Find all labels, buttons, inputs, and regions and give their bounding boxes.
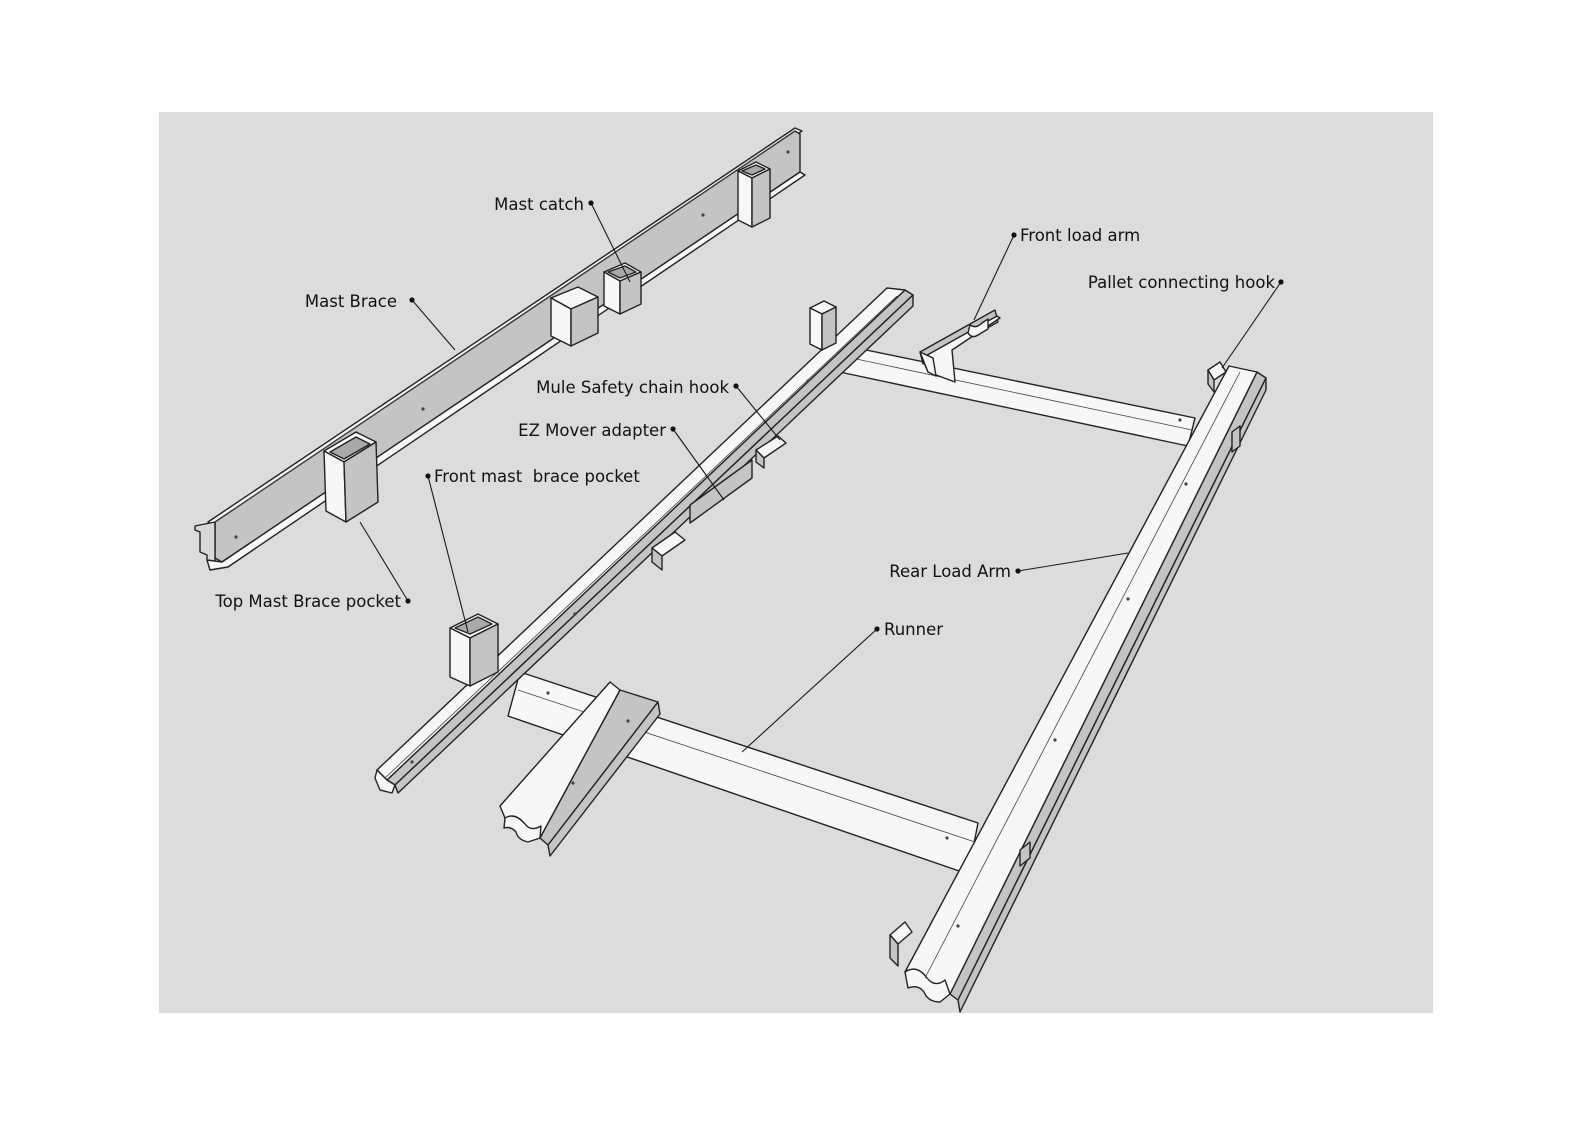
- leader-mast-catch: [590, 202, 631, 283]
- label-rear-load-arm: Rear Load Arm: [889, 562, 1011, 581]
- leader-ez-mover-adapter: [672, 428, 725, 501]
- label-mast-brace: Mast Brace: [305, 292, 397, 311]
- leader-lines: [359, 202, 1282, 753]
- left-channel-top-pocket-part: [809, 300, 837, 351]
- label-front-mast-brace-pocket: Front mast brace pocket: [434, 467, 640, 486]
- front-mast-brace-pocket-part: [449, 613, 499, 687]
- leader-runner: [741, 628, 878, 753]
- label-mast-catch: Mast catch: [494, 195, 584, 214]
- label-runner: Runner: [884, 620, 943, 639]
- leader-pallet-connecting-hook: [1221, 281, 1282, 369]
- ez-mover-adapter-part: [651, 459, 753, 571]
- mule-safety-chain-hook-part: [755, 435, 787, 469]
- leader-front-mast-brace-pocket: [427, 475, 469, 633]
- mast-brace-right-pocket-part: [737, 161, 771, 228]
- label-mule-safety-chain-hook: Mule Safety chain hook: [536, 378, 729, 397]
- label-pallet-connecting-hook: Pallet connecting hook: [1088, 273, 1276, 292]
- label-top-mast-brace-pocket: Top Mast Brace pocket: [214, 592, 401, 611]
- label-dots: [405, 200, 1284, 632]
- diagram-panel: [159, 112, 1433, 1013]
- leader-rear-load-arm: [1017, 552, 1129, 572]
- front-load-arm-part: [919, 309, 1001, 383]
- leader-front-load-arm: [973, 234, 1015, 321]
- short-front-channel-part: [499, 681, 661, 857]
- leader-mast-brace: [411, 299, 456, 351]
- label-front-load-arm: Front load arm: [1020, 226, 1140, 245]
- mast-catch-part: [550, 262, 642, 347]
- leader-top-mast-brace-pocket: [359, 521, 409, 602]
- top-mast-brace-pocket-part: [323, 431, 379, 523]
- leader-mule-safety-chain-hook: [735, 385, 781, 441]
- left-long-channel-part: [374, 287, 914, 794]
- rear-load-arm-part: [889, 361, 1267, 1013]
- label-ez-mover-adapter: EZ Mover adapter: [518, 421, 666, 440]
